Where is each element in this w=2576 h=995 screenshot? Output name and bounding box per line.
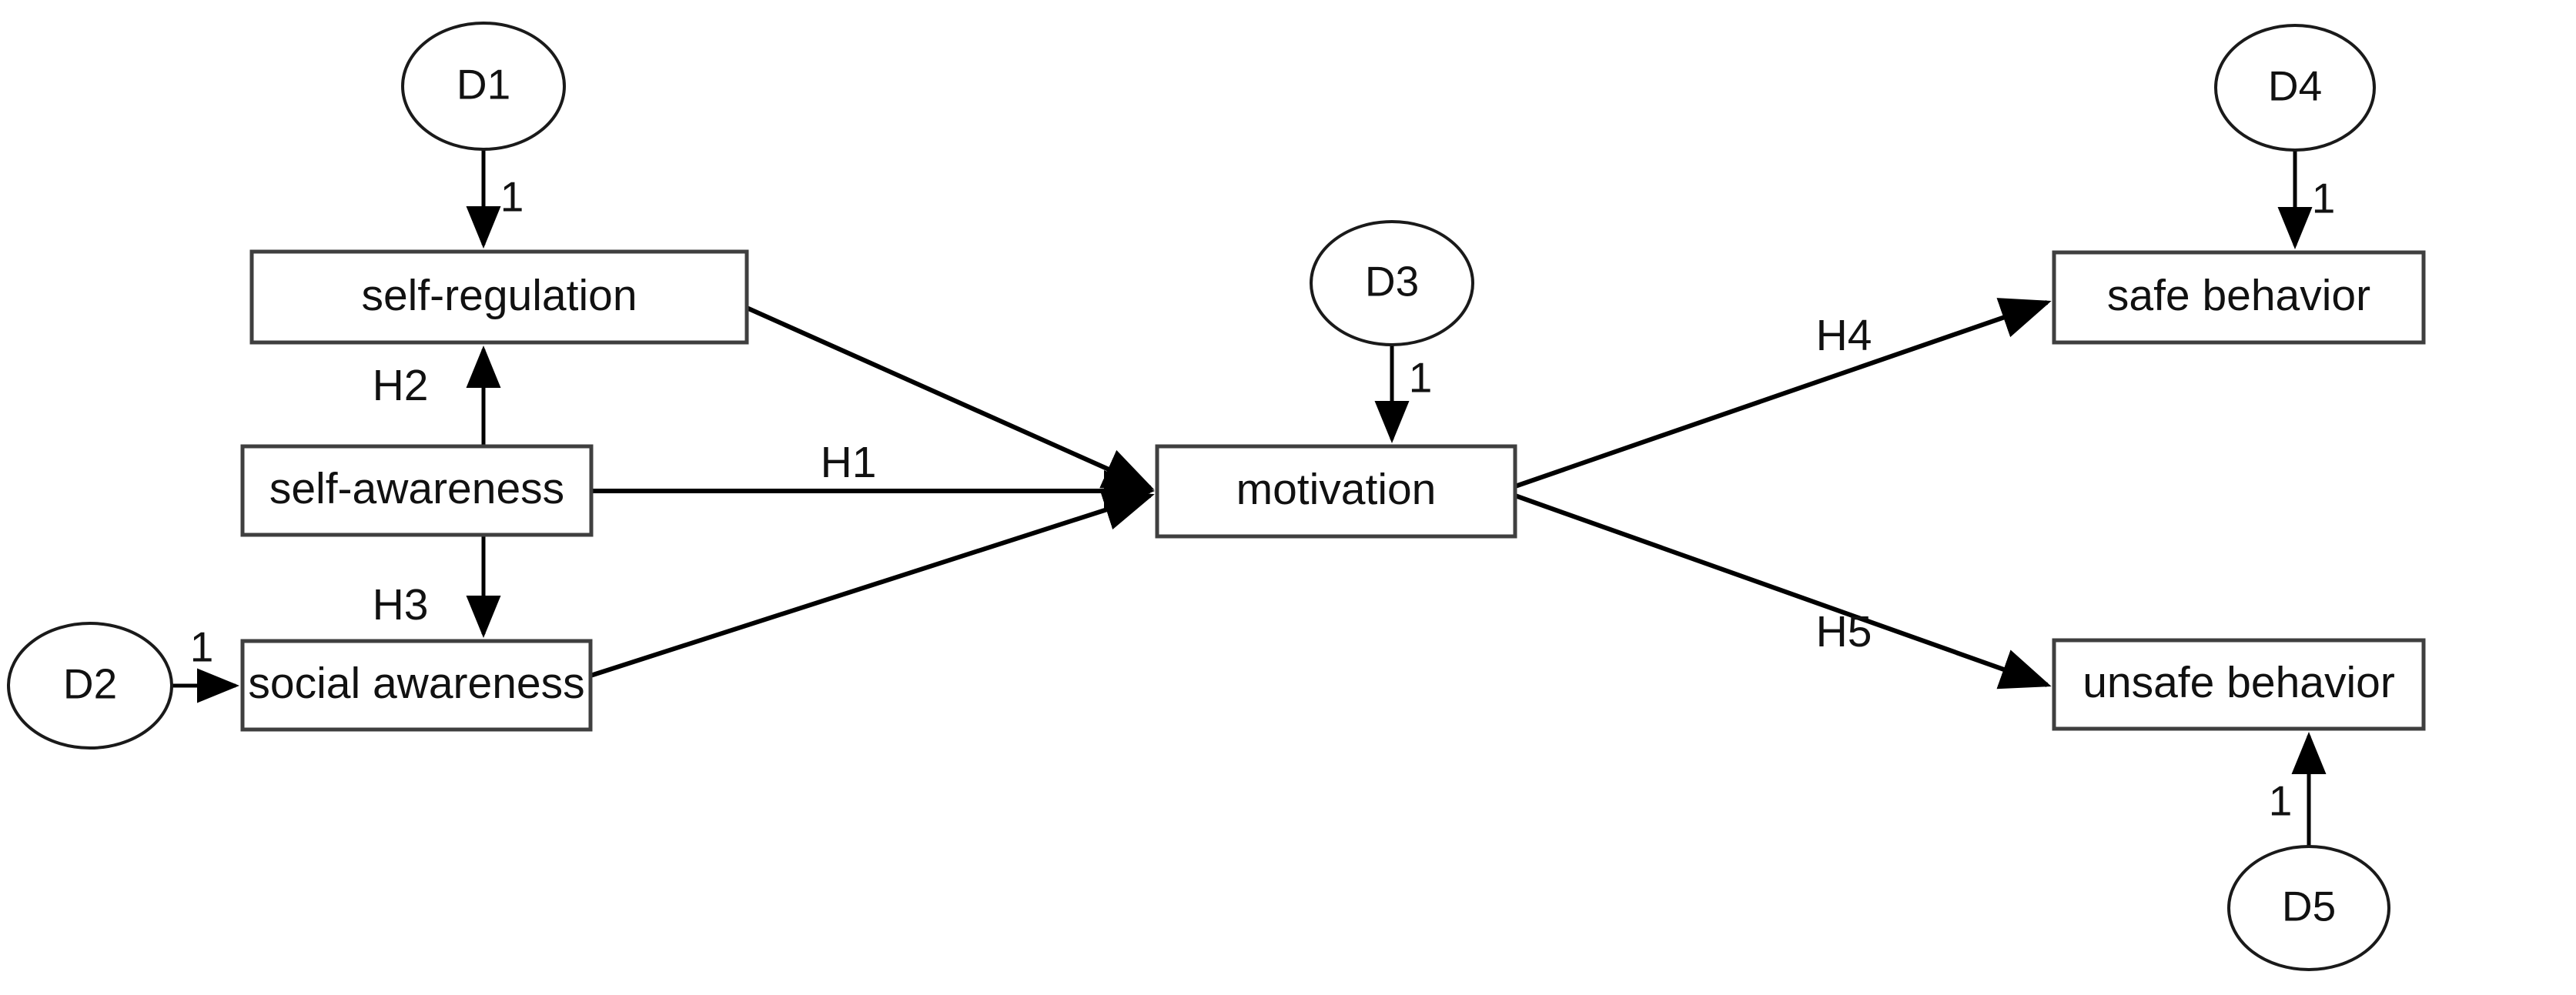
- node-social-awareness[interactable]: social awareness: [240, 639, 593, 732]
- loading-label-d3: 1: [1409, 354, 1433, 402]
- node-unsafe-behavior-label: unsafe behavior: [2083, 658, 2395, 707]
- edge-self-regulation-to-motivation: [745, 306, 1155, 490]
- node-motivation[interactable]: motivation: [1155, 444, 1517, 539]
- node-motivation-label: motivation: [1236, 465, 1437, 514]
- path-label-h2: H2: [373, 361, 429, 410]
- node-disturbance-d4[interactable]: D4: [2214, 24, 2376, 152]
- node-disturbance-d2-label: D2: [63, 660, 117, 708]
- edge-motivation-to-unsafe-behavior: [1514, 493, 2052, 689]
- node-disturbance-d4-label: D4: [2268, 62, 2322, 110]
- path-label-h3: H3: [373, 580, 429, 629]
- edge-social-awareness-to-motivation: [590, 489, 1155, 678]
- node-self-awareness[interactable]: self-awareness: [240, 444, 594, 537]
- path-label-h1: H1: [821, 438, 877, 487]
- path-label-h5: H5: [1816, 607, 1872, 656]
- node-disturbance-d3[interactable]: D3: [1310, 220, 1474, 346]
- node-self-awareness-label: self-awareness: [269, 464, 564, 513]
- node-disturbance-d3-label: D3: [1365, 258, 1419, 306]
- loading-label-d1: 1: [500, 173, 524, 221]
- node-disturbance-d5[interactable]: D5: [2227, 845, 2390, 971]
- node-safe-behavior[interactable]: safe behavior: [2052, 250, 2426, 345]
- node-social-awareness-label: social awareness: [248, 659, 584, 708]
- loading-label-d5: 1: [2269, 777, 2293, 825]
- node-disturbance-d2[interactable]: D2: [7, 622, 173, 750]
- node-disturbance-d1[interactable]: D1: [401, 22, 566, 151]
- node-self-regulation-label: self-regulation: [361, 271, 637, 320]
- node-disturbance-d1-label: D1: [457, 61, 510, 109]
- path-label-h4: H4: [1816, 311, 1872, 360]
- edge-motivation-to-safe-behavior: [1514, 298, 2052, 489]
- loading-label-d4: 1: [2312, 175, 2336, 222]
- node-self-regulation[interactable]: self-regulation: [249, 249, 749, 345]
- node-safe-behavior-label: safe behavior: [2107, 271, 2370, 320]
- node-disturbance-d5-label: D5: [2282, 883, 2336, 930]
- loading-label-d2: 1: [190, 623, 214, 671]
- node-unsafe-behavior[interactable]: unsafe behavior: [2052, 638, 2426, 731]
